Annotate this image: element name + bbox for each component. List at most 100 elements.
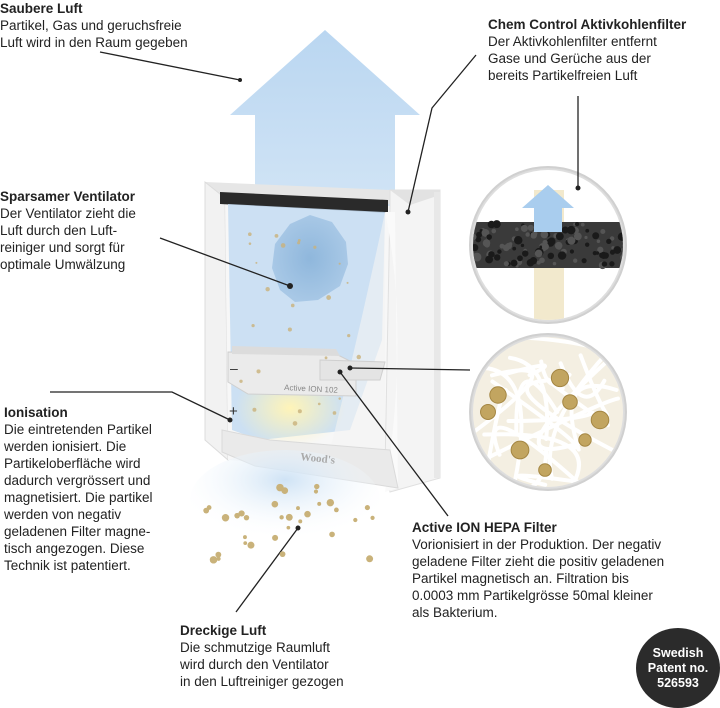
carbon-granule	[585, 228, 590, 233]
hepa-filter-zoom	[469, 333, 627, 491]
dust-particle	[272, 534, 279, 541]
carbon-granule	[503, 261, 509, 267]
dust-particle	[326, 295, 332, 300]
carbon-granule	[540, 230, 549, 239]
carbon-granule	[481, 229, 490, 237]
dust-particle	[286, 525, 291, 530]
carbon-granule	[592, 232, 600, 240]
carbon-granule	[557, 251, 567, 260]
fan-title: Sparsamer Ventilator	[0, 189, 136, 204]
carbon-granule	[547, 252, 555, 260]
carbon-granule	[482, 239, 491, 247]
hepa-fiber	[511, 448, 549, 487]
hepa-fiber	[490, 379, 579, 450]
dust-particle	[248, 232, 252, 237]
carbon-granule	[609, 261, 615, 267]
dust-particle	[287, 327, 292, 332]
plus-sign: +	[229, 403, 238, 420]
dust-particle	[297, 238, 301, 242]
dirty-air-title: Dreckige Luft	[180, 623, 267, 638]
carbon-granule	[580, 222, 585, 227]
trapped-particle	[550, 368, 570, 388]
carbon-granule	[606, 238, 612, 245]
hepa-fiber	[473, 368, 535, 434]
dust-particle	[364, 505, 370, 511]
carbon-granule	[561, 226, 569, 234]
dirty-air-label: Dreckige Luft Die schmutzige Raumluft wi…	[180, 622, 344, 690]
carbon-granule	[514, 236, 523, 245]
ionisation-text: Die eintretenden Partikel werden ionisie…	[4, 422, 153, 573]
dust-particle	[215, 551, 222, 558]
carbon-granule	[547, 237, 556, 246]
dust-particle	[304, 510, 311, 518]
dust-particle	[297, 409, 302, 414]
dust-particle	[338, 262, 341, 265]
dust-particles	[203, 232, 375, 564]
carbon-granule	[473, 244, 479, 252]
dust-particle	[332, 411, 337, 415]
carbon-granule	[621, 244, 623, 248]
hepa-fiber	[492, 425, 581, 485]
carbon-granule	[554, 241, 563, 250]
dust-particle	[221, 514, 230, 522]
carbon-granule	[600, 228, 606, 235]
hepa-text: Vorionisiert in der Produktion. Der nega…	[412, 537, 665, 620]
dust-particle	[313, 489, 319, 494]
clean-air-label: Saubere Luft Partikel, Gas und geruchsfr…	[0, 0, 188, 51]
fan	[272, 215, 348, 302]
carbon-granule	[592, 251, 597, 256]
carbon-granule	[600, 251, 608, 259]
dust-particle	[317, 402, 321, 406]
carbon-granule	[536, 260, 541, 265]
carbon-granule	[581, 258, 587, 264]
carbon-granule	[485, 255, 494, 264]
dust-particle	[366, 555, 374, 563]
carbon-granule	[529, 257, 538, 265]
dust-particle	[243, 514, 250, 521]
dust-particle	[297, 241, 301, 245]
carbon-granule	[566, 225, 576, 235]
purifier-body	[204, 180, 441, 493]
carbon-granule	[525, 232, 530, 237]
carbon-granule	[527, 224, 534, 231]
carbon-granule	[617, 232, 623, 241]
clean-air-title: Saubere Luft	[0, 1, 83, 16]
carbon-granule	[555, 232, 564, 241]
hepa-fiber	[507, 355, 550, 441]
carbon-granule	[491, 228, 497, 234]
chem-control-text: Der Aktivkohlenfilter entfernt Gase und …	[488, 34, 657, 83]
trapped-particle	[489, 386, 507, 404]
dust-particle	[251, 323, 255, 328]
minus-sign: –	[230, 360, 238, 376]
carbon-granule	[541, 242, 549, 251]
carbon-granule	[510, 259, 518, 267]
dust-particle	[290, 303, 295, 308]
trapped-particle	[538, 463, 552, 477]
hepa-fiber	[516, 473, 590, 487]
patent-badge: Swedish Patent no. 526593	[636, 628, 720, 708]
carbon-granule	[502, 244, 510, 252]
dust-particle	[265, 287, 270, 292]
dust-particle	[356, 354, 362, 360]
carbon-granule	[486, 234, 492, 240]
hepa-fiber	[514, 379, 560, 436]
filter-label: Active ION 102	[284, 383, 339, 395]
patent-badge-line1: Swedish	[652, 645, 704, 660]
carbon-granule	[507, 242, 512, 246]
carbon-granule	[539, 245, 543, 249]
ionisation-label: Ionisation Die eintretenden Partikel wer…	[4, 404, 153, 574]
brand-logo: Wood's	[300, 451, 337, 467]
carbon-granule	[473, 252, 482, 262]
carbon-granule	[552, 261, 557, 266]
dust-particle	[317, 501, 322, 506]
carbon-filter-zoom	[469, 166, 627, 324]
carbon-granule	[487, 220, 496, 229]
dirty-air-text: Die schmutzige Raumluft wird durch den V…	[180, 640, 344, 689]
dust-particle	[247, 541, 255, 549]
carbon-granule	[569, 249, 574, 254]
dust-particle	[281, 487, 289, 494]
carbon-granule	[539, 257, 545, 264]
trapped-particle	[590, 410, 610, 430]
dust-particle	[239, 379, 243, 383]
